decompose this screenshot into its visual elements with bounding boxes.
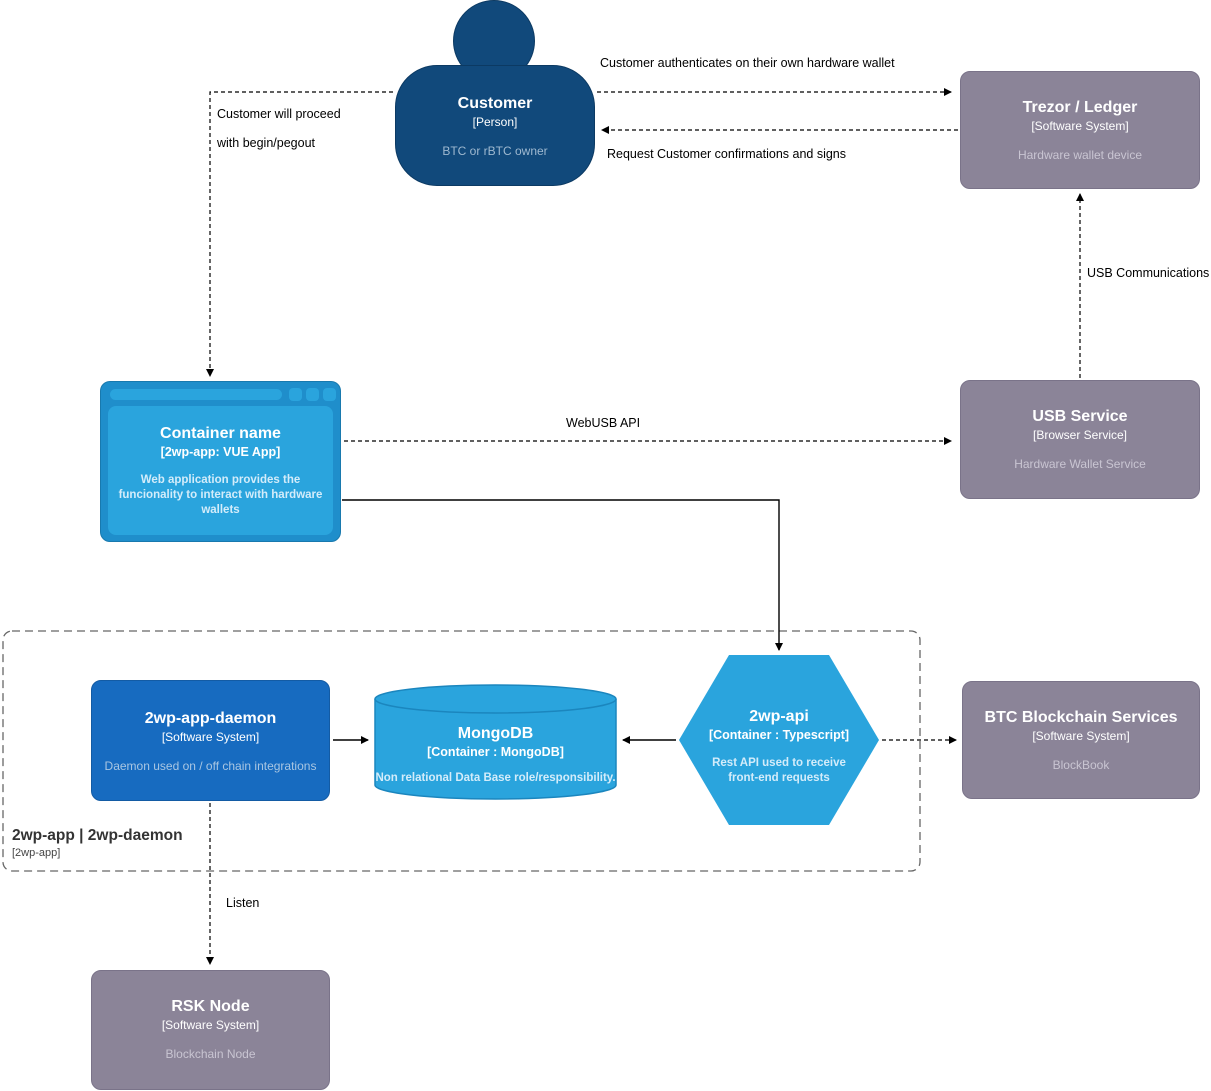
node-title: BTC Blockchain Services bbox=[984, 709, 1178, 726]
edge-container-to-api bbox=[342, 499, 783, 651]
node-subtitle: [Container : MongoDB] bbox=[427, 745, 564, 759]
node-description: Hardware wallet device bbox=[1017, 148, 1143, 162]
node-title: Customer bbox=[457, 95, 533, 112]
edge-label-confirmations: Request Customer confirmations and signs bbox=[607, 147, 847, 161]
node-description: BlockBook bbox=[1052, 758, 1110, 772]
boundary-2wp-app bbox=[2, 630, 921, 872]
database-cylinder-icon bbox=[374, 684, 617, 800]
node-title: USB Service bbox=[1032, 408, 1128, 425]
node-title: RSK Node bbox=[171, 998, 250, 1015]
node-customer: Customer [Person] BTC or rBTC owner bbox=[395, 65, 595, 186]
node-subtitle: [Container : Typescript] bbox=[708, 728, 850, 742]
node-trezor-ledger: Trezor / Ledger [Software System] Hardwa… bbox=[960, 71, 1200, 189]
browser-content-panel: Container name [2wp-app: VUE App] Web ap… bbox=[108, 406, 333, 535]
node-title: Trezor / Ledger bbox=[1022, 99, 1138, 116]
edge-label-usb-comm: USB Communications bbox=[1087, 266, 1210, 280]
boundary-title: 2wp-app | 2wp-daemon bbox=[12, 827, 183, 844]
node-description: Web application provides the funcionalit… bbox=[118, 474, 323, 516]
edge-label-authenticates: Customer authenticates on their own hard… bbox=[600, 56, 895, 70]
browser-window-button bbox=[323, 388, 336, 401]
edge-label-proceed-line2: with begin/pegout bbox=[217, 136, 315, 150]
node-rsk-node: RSK Node [Software System] Blockchain No… bbox=[91, 970, 330, 1090]
node-subtitle: [Person] bbox=[472, 115, 518, 129]
browser-window-button bbox=[289, 388, 302, 401]
boundary-subtitle: [2wp-app] bbox=[12, 847, 61, 859]
node-description: Blockchain Node bbox=[165, 1047, 256, 1061]
node-container-2wp-app: Container name [2wp-app: VUE App] Web ap… bbox=[100, 381, 341, 542]
node-description: Hardware Wallet Service bbox=[1014, 457, 1146, 471]
node-description: Daemon used on / off chain integrations bbox=[104, 759, 317, 773]
node-description: Rest API used to receive front-end reque… bbox=[712, 757, 846, 784]
node-title: 2wp-api bbox=[749, 708, 809, 725]
node-subtitle: [Browser Service] bbox=[1032, 428, 1128, 442]
node-title: MongoDB bbox=[457, 725, 534, 742]
node-title: 2wp-app-daemon bbox=[144, 710, 277, 727]
node-2wp-app-daemon: 2wp-app-daemon [Software System] Daemon … bbox=[91, 680, 330, 801]
browser-address-bar bbox=[110, 389, 282, 400]
edge-customer-to-container bbox=[206, 91, 393, 377]
node-title: Container name bbox=[160, 425, 281, 442]
node-subtitle: [Software System] bbox=[1031, 119, 1129, 133]
browser-window-button bbox=[306, 388, 319, 401]
node-subtitle: [2wp-app: VUE App] bbox=[160, 445, 281, 459]
node-btc-blockchain-services: BTC Blockchain Services [Software System… bbox=[962, 681, 1200, 799]
node-subtitle: [Software System] bbox=[1032, 729, 1130, 743]
edge-label-listen: Listen bbox=[226, 896, 260, 910]
node-description: Non relational Data Base role/responsibi… bbox=[375, 772, 616, 784]
node-usb-service: USB Service [Browser Service] Hardware W… bbox=[960, 380, 1200, 499]
node-subtitle: [Software System] bbox=[161, 730, 260, 744]
edge-label-webusb: WebUSB API bbox=[566, 416, 641, 430]
node-subtitle: [Software System] bbox=[161, 1018, 260, 1032]
node-description: BTC or rBTC owner bbox=[442, 144, 548, 158]
node-mongodb: MongoDB [Container : MongoDB] Non relati… bbox=[374, 684, 617, 800]
edge-label-proceed-line1: Customer will proceed bbox=[217, 107, 341, 121]
